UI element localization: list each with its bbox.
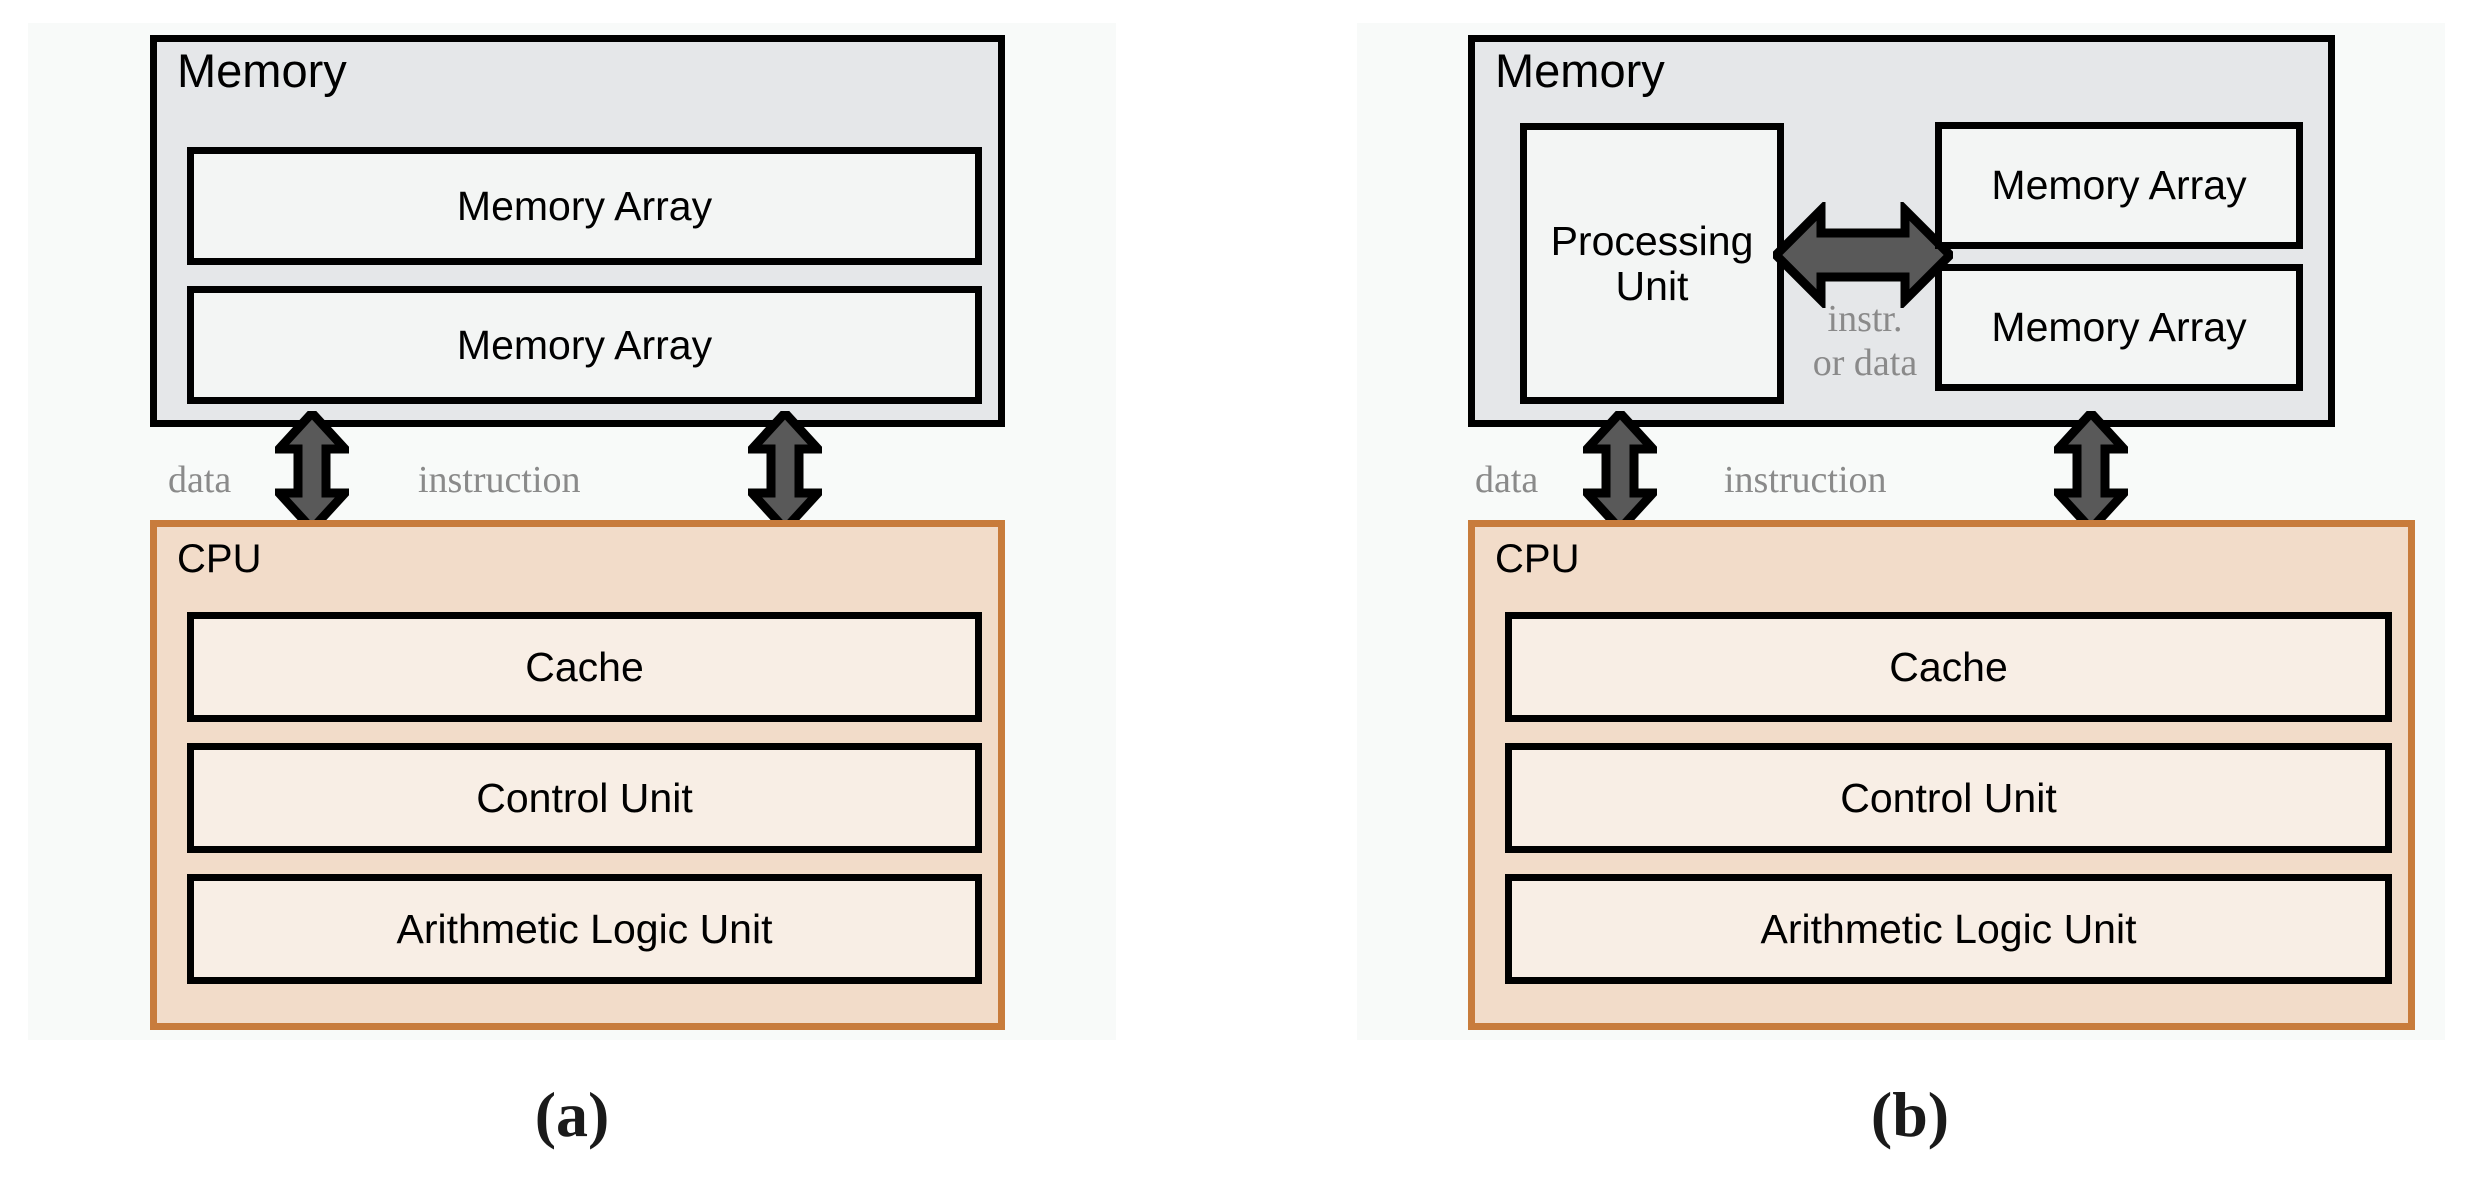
cpu-control-unit-label: Control Unit bbox=[1840, 774, 2057, 821]
bus-label-instruction-a: instruction bbox=[418, 459, 581, 501]
memory-array-block: Memory Array bbox=[1935, 264, 2303, 391]
double-headed-vertical-arrow-icon bbox=[748, 411, 822, 531]
memory-box-b: Memory Processing Unit instr. or data Me… bbox=[1468, 35, 2335, 427]
cpu-cache-label: Cache bbox=[1889, 643, 2008, 690]
caption-b: (b) bbox=[1870, 1079, 1950, 1150]
cpu-cache-block: Cache bbox=[1505, 612, 2392, 722]
internal-bus-label: instr. or data bbox=[1777, 297, 1953, 385]
internal-bus-label-line2: or data bbox=[1812, 342, 1918, 385]
cpu-alu-block: Arithmetic Logic Unit bbox=[1505, 874, 2392, 984]
double-headed-vertical-arrow-icon bbox=[2054, 411, 2128, 531]
double-headed-vertical-arrow-icon bbox=[1583, 411, 1657, 531]
memory-title-a: Memory bbox=[177, 44, 347, 97]
cpu-box-b: CPU Cache Control Unit Arithmetic Logic … bbox=[1468, 520, 2415, 1030]
cpu-control-unit-block: Control Unit bbox=[1505, 743, 2392, 853]
panel-a: Memory Memory Array Memory Array data in… bbox=[28, 23, 1116, 1040]
cpu-alu-label: Arithmetic Logic Unit bbox=[1760, 905, 2137, 952]
memory-array-label: Memory Array bbox=[1991, 162, 2247, 209]
cpu-control-unit-block: Control Unit bbox=[187, 743, 982, 853]
cpu-cache-block: Cache bbox=[187, 612, 982, 722]
processing-unit-label: Processing Unit bbox=[1550, 218, 1754, 309]
cpu-cache-label: Cache bbox=[525, 643, 644, 690]
cpu-control-unit-label: Control Unit bbox=[476, 774, 693, 821]
bus-label-instruction-b: instruction bbox=[1724, 459, 1887, 501]
memory-array-block: Memory Array bbox=[187, 286, 982, 404]
cpu-alu-label: Arithmetic Logic Unit bbox=[396, 905, 773, 952]
memory-title-b: Memory bbox=[1495, 44, 1665, 97]
memory-array-block: Memory Array bbox=[187, 147, 982, 265]
cpu-box-a: CPU Cache Control Unit Arithmetic Logic … bbox=[150, 520, 1005, 1030]
memory-array-label: Memory Array bbox=[456, 321, 713, 368]
caption-a: (a) bbox=[534, 1079, 610, 1150]
bus-label-data-b: data bbox=[1475, 459, 1539, 501]
memory-array-label: Memory Array bbox=[456, 182, 713, 229]
double-headed-horizontal-arrow-icon bbox=[1773, 202, 1953, 308]
memory-array-block: Memory Array bbox=[1935, 122, 2303, 249]
cpu-title-a: CPU bbox=[177, 537, 262, 581]
internal-bus-label-line1: instr. bbox=[1827, 298, 1903, 340]
panel-b: Memory Processing Unit instr. or data Me… bbox=[1357, 23, 2445, 1040]
memory-array-label: Memory Array bbox=[1991, 304, 2247, 351]
cpu-alu-block: Arithmetic Logic Unit bbox=[187, 874, 982, 984]
bus-label-data-a: data bbox=[168, 459, 232, 501]
memory-box-a: Memory Memory Array Memory Array bbox=[150, 35, 1005, 427]
processing-unit-block: Processing Unit bbox=[1520, 123, 1784, 404]
cpu-title-b: CPU bbox=[1495, 537, 1580, 581]
double-headed-vertical-arrow-icon bbox=[275, 411, 349, 531]
